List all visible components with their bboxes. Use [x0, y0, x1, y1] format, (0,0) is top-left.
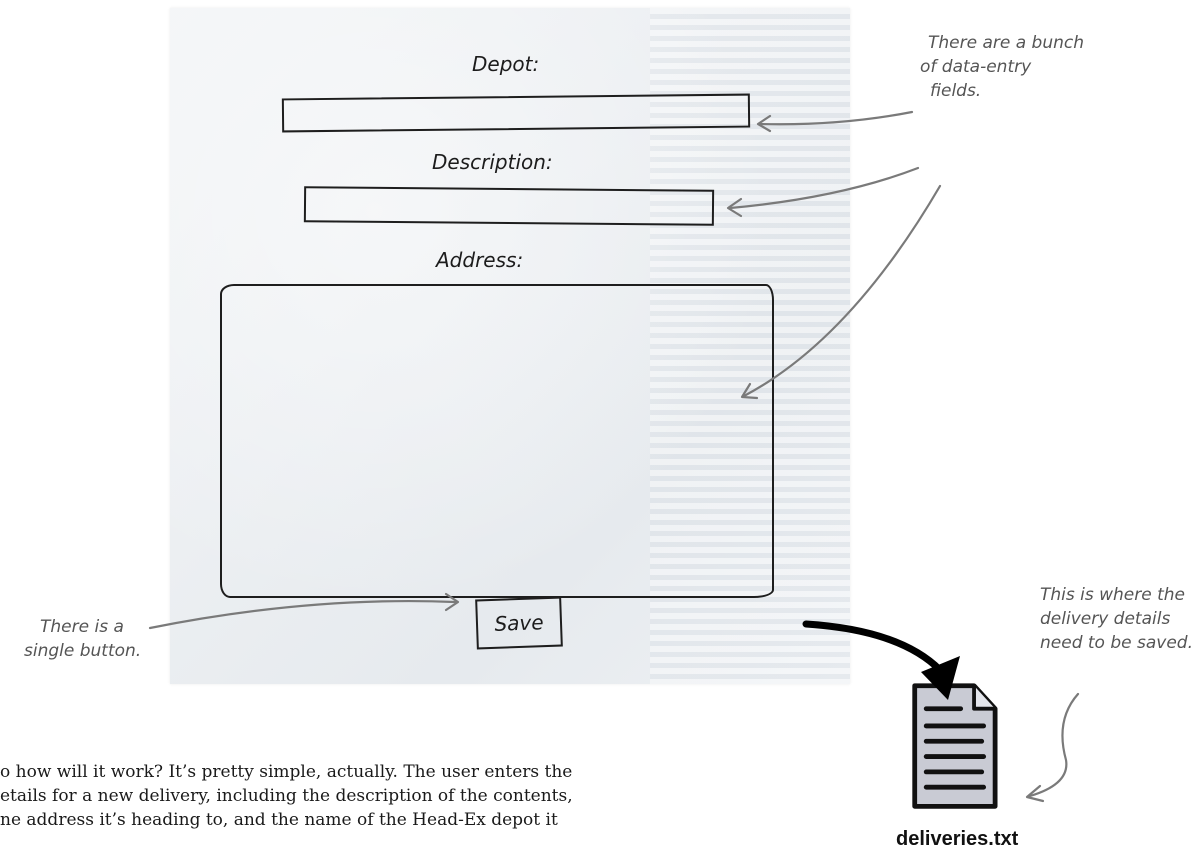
napkin-sketch [170, 8, 850, 684]
file-note-line-1: This is where the [1040, 585, 1185, 605]
arrow-to-save [148, 599, 457, 630]
arrowhead-depot [756, 114, 772, 133]
description-label: Description: [432, 150, 553, 174]
file-note-line-3: need to be saved. [1040, 633, 1193, 653]
button-note-line-2: single button. [24, 641, 141, 661]
arrowhead-file [1025, 784, 1045, 803]
save-to-file-arrow [802, 620, 944, 674]
file-note-line-2: delivery details [1040, 609, 1170, 629]
arrow-to-address [742, 184, 942, 398]
arrow-to-description [728, 166, 920, 210]
fields-note-line-3: fields. [930, 81, 981, 101]
arrowhead-save [444, 592, 460, 612]
button-note-line-1: There is a [40, 617, 124, 637]
body-line-1: o how will it work? It’s pretty simple, … [0, 762, 573, 782]
body-line-2: etails for a new delivery, including the… [0, 786, 573, 806]
depot-label: Depot: [472, 52, 540, 76]
file-name-label: deliveries.txt [896, 828, 1019, 850]
address-label: Address: [436, 248, 524, 272]
body-line-3: ne address it’s heading to, and the name… [0, 810, 558, 830]
save-to-file-arrowhead [921, 656, 960, 700]
arrowhead-address [740, 382, 759, 400]
address-field[interactable] [220, 284, 774, 598]
arrow-to-depot [758, 110, 914, 126]
fields-note-line-2: of data-entry [920, 57, 1032, 77]
arrow-to-file [1028, 692, 1080, 798]
text-file-icon [912, 683, 998, 809]
body-paragraph: o how will it work? It’s pretty simple, … [0, 760, 720, 832]
arrowhead-description [726, 197, 743, 218]
fields-note-line-1: There are a bunch [928, 33, 1084, 53]
